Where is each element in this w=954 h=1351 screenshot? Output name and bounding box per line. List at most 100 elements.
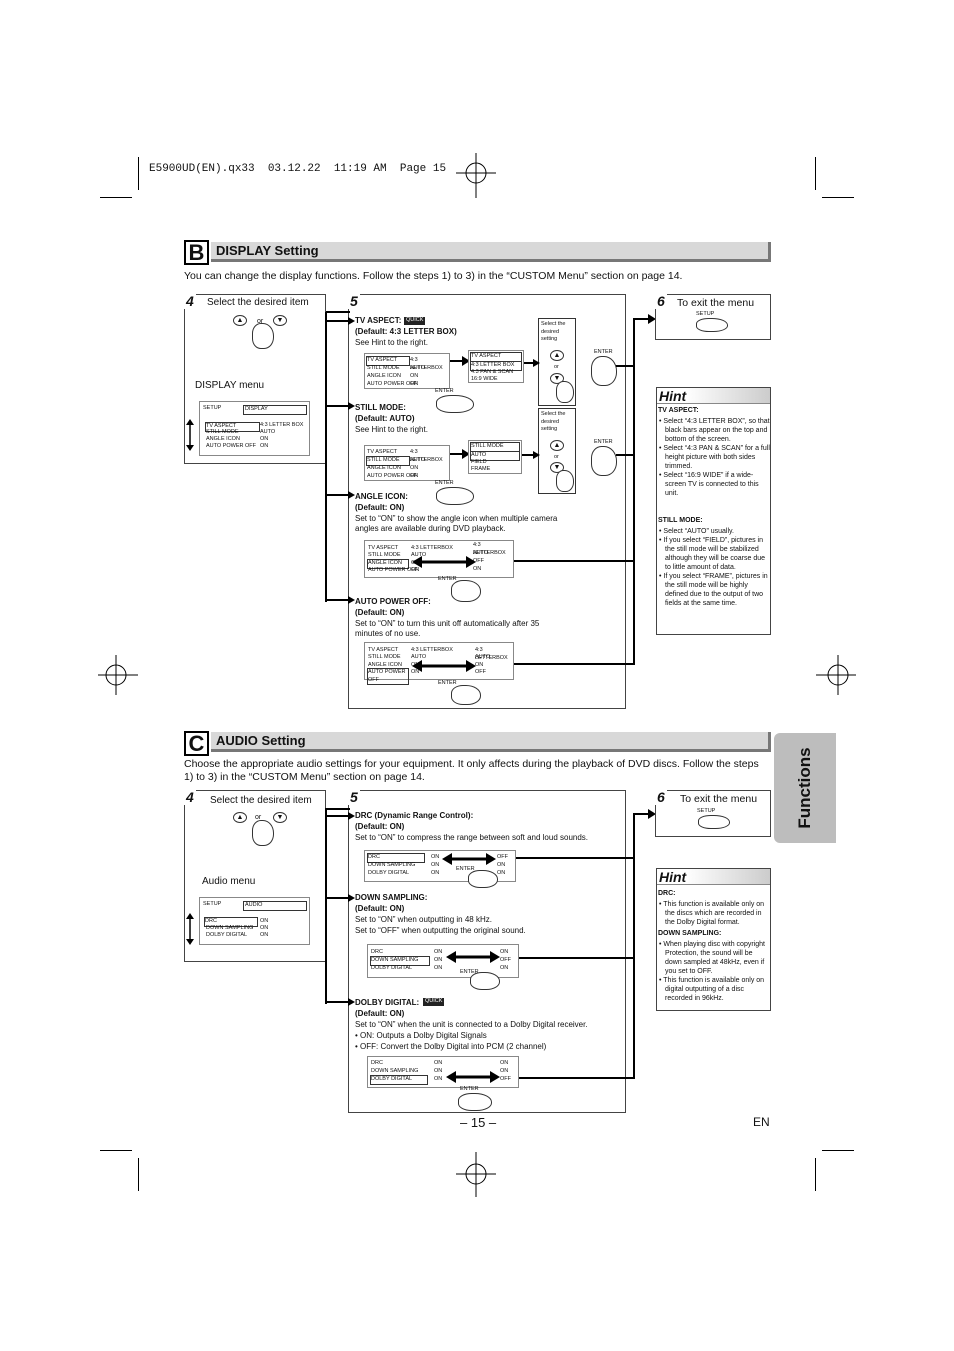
hand-press-icon [451,685,481,705]
item-title: TV ASPECT: [355,316,402,325]
section-intro: You can change the display functions. Fo… [184,270,683,282]
hand-press-icon [468,870,498,888]
hand-press-icon [436,395,474,413]
up-arrow-icon[interactable]: ▲ [550,440,564,451]
registration-mark-icon [816,655,856,695]
step-number: 4 [184,293,196,309]
right-arrow-icon [633,809,656,819]
menu-tab-setup: SETUP [203,901,222,907]
down-arrow-icon[interactable]: ▼ [273,812,287,823]
section-letter: C [184,731,209,756]
updown-arrow-icon [186,913,194,945]
select-setting-panel: Select the desired setting ▲ or ▼ [538,408,576,494]
hand-press-icon [556,381,574,403]
menu-row-value: ON [260,925,269,931]
connector [514,663,634,665]
hand-press-icon [451,580,481,602]
option-value: OFF [500,1076,511,1082]
connector [325,808,327,1004]
hand-press-icon [436,487,474,505]
up-arrow-icon[interactable]: ▲ [550,350,564,361]
option-item: 4:3 PAN & SCAN [471,369,514,375]
hint-list: • Select “4:3 LETTER BOX”, so that black… [658,417,770,498]
menu-row-value: AUTO [411,654,427,660]
menu-row-label: DOLBY DIGITAL [370,1075,428,1085]
hint-bullet: • If you select “FIELD”, pictures in the… [659,537,766,571]
item-default: (Default: 4:3 LETTER BOX) [355,327,457,336]
setup-label: SETUP [696,311,715,317]
step-label: To exit the menu [680,793,758,805]
step-number: 6 [655,789,667,805]
menu-row-label: AUTO POWER OFF [367,668,409,685]
quick-badge: QUICK [404,317,426,325]
enter-label: ENTER [460,969,479,975]
menu-row-value: ON [410,381,419,387]
hint-heading: DRC: [658,890,676,897]
step-number: 5 [348,293,360,309]
enter-label: ENTER [435,480,454,486]
hint-list: • Select “AUTO” usually. • If you select… [658,527,770,608]
item-title: DOWN SAMPLING: [355,893,428,902]
menu-row-value: ON [434,1068,443,1074]
enter-label: ENTER [460,1086,479,1092]
hand-press-icon [556,470,574,492]
option-item: AUTO [470,451,520,461]
option-value: ON [475,662,484,668]
item-desc: Set to “ON” when the unit is connected t… [355,1020,588,1029]
menu-name: DISPLAY menu [195,380,265,391]
menu-row-value: ON [410,465,419,471]
option-screen: STILL MODE AUTO FIELD FRAME [468,440,522,474]
hand-press-icon [252,820,274,846]
step6-box [655,294,771,340]
menu-screen: TV ASPECT 4:3 LETTERBOX STILL MODE AUTO … [364,642,514,685]
hand-press-icon [591,356,617,386]
crop-mark [138,157,139,190]
menu-row-label: DOWN SAMPLING [371,1068,419,1074]
right-arrow-icon [524,359,540,367]
menu-row-value: 4:3 LETTERBOX [410,357,443,371]
menu-row-label: TV ASPECT [366,356,410,366]
menu-row-value: ON [411,669,420,675]
up-arrow-icon[interactable]: ▲ [233,315,247,326]
menu-row-label: DOLBY DIGITAL [206,932,248,938]
step-number: 6 [655,293,667,309]
enter-label: ENTER [435,388,454,394]
menu-screen: DRC ON DOWN SAMPLING ON DOLBY DIGITAL ON… [367,1056,519,1088]
hand-press-icon [698,815,730,829]
step-number: 5 [348,789,360,805]
hint-bullet: • This function is available only on the… [659,901,765,926]
menu-row-value: ON [410,473,419,479]
file-slug: E5900UD(EN).qx33 03.12.22 11:19 AM Page … [149,163,447,175]
menu-row-label: DRC [204,917,258,927]
item-default: (Default: ON) [355,904,405,913]
enter-label: ENTER [438,576,457,582]
menu-row-value: AUTO [411,552,427,558]
hint-box: Hint DRC: • This function is available o… [656,868,771,1011]
menu-row-label: STILL MODE [367,365,400,371]
step-number: 4 [184,789,196,805]
up-arrow-icon[interactable]: ▲ [233,812,247,823]
down-arrow-icon[interactable]: ▼ [273,315,287,326]
hint-list: • When playing disc with copyright Prote… [658,940,770,1003]
section-letter: B [184,240,209,265]
step-label: To exit the menu [677,297,755,309]
select-hint: Select the desired setting [541,411,566,432]
hint-bullet: • If you select “FRAME”, pictures in the… [659,573,768,607]
menu-screen: SETUP AUDIO DRC ON DOWN SAMPLING ON DOLB… [199,897,310,945]
hint-title: Hint [659,869,687,885]
item-title: ANGLE ICON: [355,492,408,501]
option-value: 4:3 LETTERBOX [475,647,508,661]
item-title: DRC (Dynamic Range Control): [355,811,474,820]
section-title: DISPLAY Setting [216,243,319,258]
menu-row-label: AUTO POWER OFF [367,381,418,387]
item-desc: Set to “ON” to compress the range betwee… [355,833,589,842]
menu-row-value: ON [434,1060,443,1066]
double-arrow-icon [442,853,496,865]
connector [326,808,350,810]
menu-row-label: ANGLE ICON [367,559,409,569]
item-default: (Default: ON) [355,1009,405,1018]
menu-screen: TV ASPECT 4:3 LETTERBOX STILL MODE AUTO … [364,353,450,389]
hint-heading: DOWN SAMPLING: [658,930,722,937]
updown-arrow-icon [186,419,194,451]
page-number: – 15 – [460,1115,497,1130]
